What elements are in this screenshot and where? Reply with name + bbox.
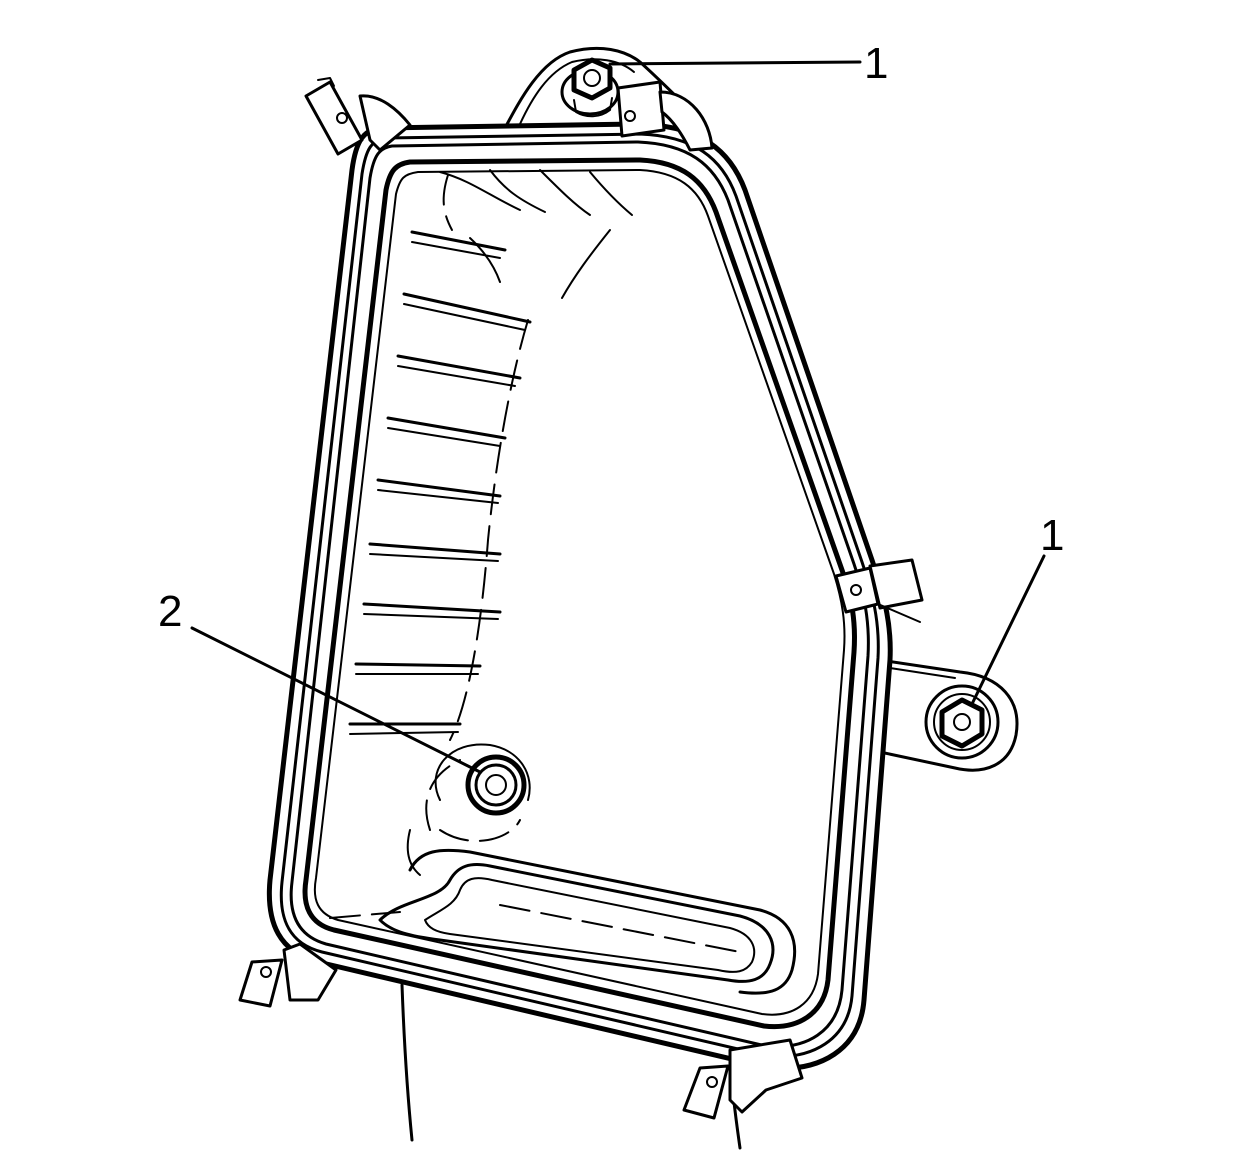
callout-label-1-top: 1 — [864, 39, 888, 88]
right-fastener — [924, 684, 1000, 760]
bottom-right-clip — [682, 1038, 804, 1120]
bottom-trough — [329, 848, 797, 995]
bottom-left-clip — [238, 942, 338, 1008]
callout-label-1-right: 1 — [1040, 511, 1064, 560]
right-side-clip — [834, 558, 924, 623]
housing-frame — [266, 121, 893, 1071]
callout-label-2-center: 2 — [158, 587, 182, 636]
top-right-clip — [616, 80, 714, 152]
inner-ribs — [348, 169, 633, 741]
top-left-clip — [304, 77, 412, 156]
center-fastener — [406, 743, 531, 876]
callout-leaders — [190, 60, 1046, 774]
